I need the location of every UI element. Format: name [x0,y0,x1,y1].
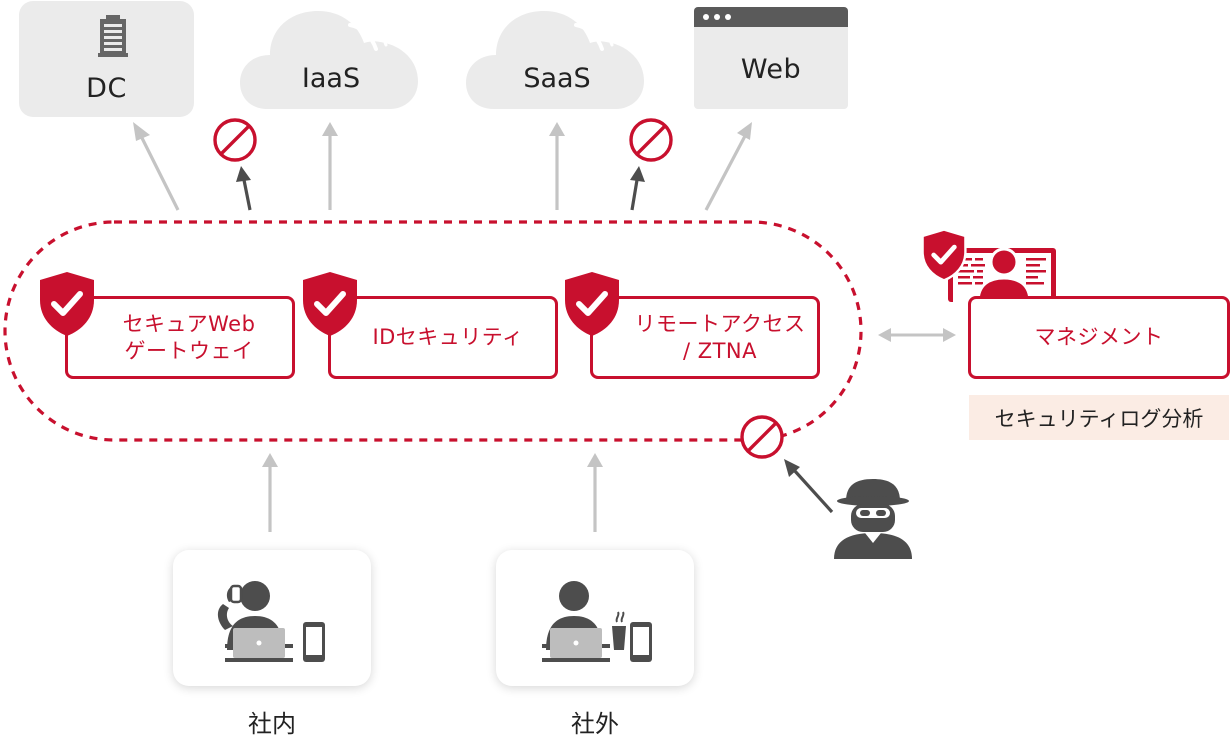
endpoint-internal [173,550,371,686]
saas-label: SaaS [523,63,591,94]
management-label: マネジメント [1034,325,1164,349]
dc-box: DC [19,1,194,117]
blocked-arrow-left [236,166,252,211]
service-secure-web-gateway: セキュアWeb ゲートウェイ [65,296,295,379]
hacker-icon [834,479,912,559]
management-box: マネジメント [968,296,1230,379]
arrow-from-external [587,453,603,532]
service-label: セキュアWeb ゲートウェイ [122,311,256,363]
office-worker-icon [217,581,325,662]
blocked-arrow-right [630,166,645,211]
web-label: Web [740,54,802,85]
prohibited-icon [629,118,673,162]
arrow-to-dc [133,122,180,211]
service-label: リモートアクセス / ZTNA [634,311,806,363]
iaas-label: IaaS [301,63,361,94]
arrow-to-saas [549,122,565,210]
arrow-from-internal [262,453,278,532]
shield-check-icon [40,272,94,336]
dc-label: DC [86,73,127,104]
security-log-analysis: セキュリティログ分析 [969,395,1229,440]
external-caption: 社外 [571,710,619,738]
server-building-icon [98,15,128,57]
prohibited-icon [740,415,784,459]
browser-window-icon [694,7,848,27]
service-id-security: IDセキュリティ [328,296,558,379]
arrow-to-web [704,122,752,211]
service-label: IDセキュリティ [372,325,524,349]
shield-check-icon [565,272,619,336]
secure-perimeter [3,220,863,442]
log-analysis-label: セキュリティログ分析 [994,406,1204,431]
admin-monitor-icon [948,247,1056,302]
service-remote-access-ztna: リモートアクセス / ZTNA [590,296,820,379]
saas-cloud: SaaS [466,5,648,111]
web-box: Web [694,7,848,109]
remote-worker-icon [542,581,652,662]
internal-caption: 社内 [248,710,296,738]
shield-check-icon [303,272,357,336]
iaas-cloud: IaaS [240,5,422,111]
endpoint-external [496,550,694,686]
cloud-icon [466,11,644,109]
attack-arrow [784,459,834,514]
arrow-to-iaas [322,122,338,210]
shield-check-icon [921,228,967,282]
management-link-arrow [878,328,956,342]
prohibited-icon [213,118,257,162]
cloud-icon [240,11,418,109]
